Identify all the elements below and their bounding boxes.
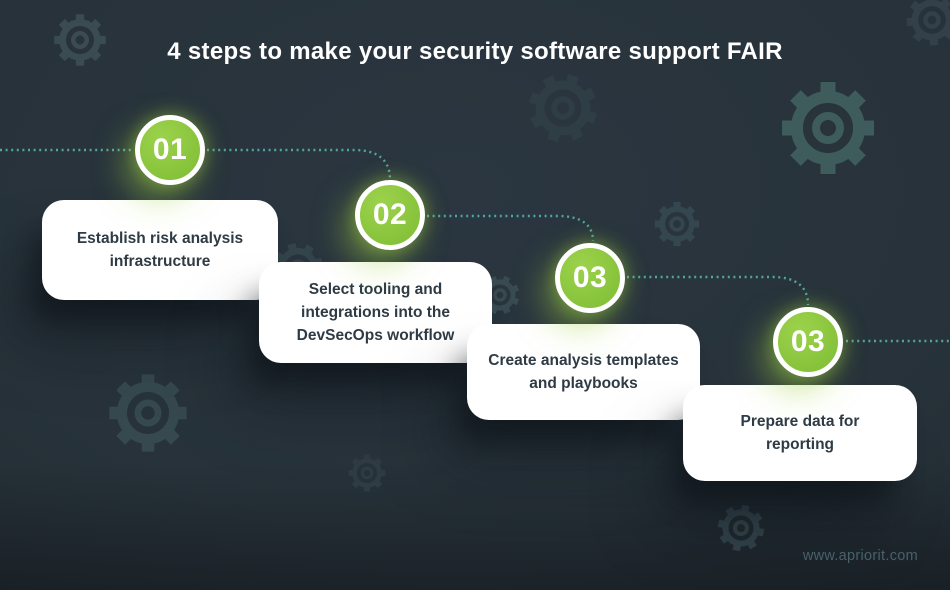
step-card-1: Establish risk analysis infrastructure [42,200,278,300]
step-label: Establish risk analysis infrastructure [76,229,244,270]
step-number: 02 [372,198,408,231]
step-label: Select tooling and integrations into the… [296,280,455,345]
step-card-4: Prepare data for reporting [683,385,917,481]
gear-icon [782,82,874,174]
dotted-connector [627,275,810,306]
gear-icon [520,65,606,151]
gear-icon [655,202,699,246]
page-title: 4 steps to make your security software s… [167,38,783,65]
step-number: 01 [152,133,188,166]
step-label: Prepare data for reporting [740,412,860,453]
step-label: Create analysis templates and playbooks [488,351,679,392]
step-number-badge-4: 03 [773,307,843,377]
step-number: 03 [572,261,608,294]
gear-icon [109,374,186,451]
website-url: www.apriorit.com [802,548,918,564]
dotted-connector [207,148,392,179]
dotted-connector [427,214,595,242]
step-card-2: Select tooling and integrations into the… [259,262,492,363]
step-number: 03 [790,325,826,358]
step-number-badge-3: 03 [555,243,625,313]
step-number-badge-1: 01 [135,115,205,185]
step-card-3: Create analysis templates and playbooks [467,324,700,420]
gear-icon [349,455,386,492]
step-number-badge-2: 02 [355,180,425,250]
gear-icon [714,501,769,556]
